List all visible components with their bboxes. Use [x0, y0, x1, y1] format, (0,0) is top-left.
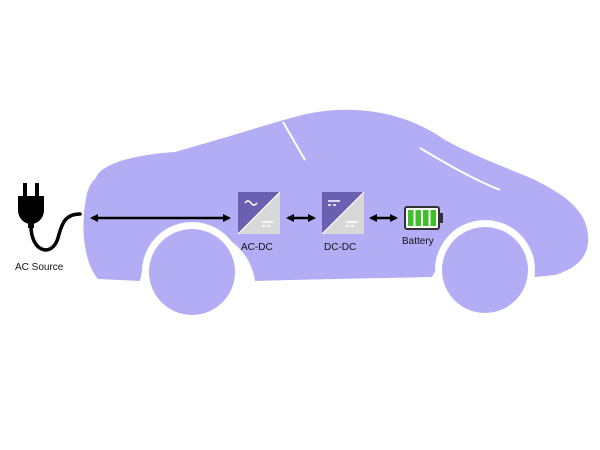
ac-dc-converter-icon [237, 191, 281, 235]
dc-dc-converter-icon [321, 191, 365, 235]
label-ac-dc: AC-DC [241, 242, 273, 253]
battery-cell [408, 210, 414, 226]
battery-icon [404, 206, 443, 230]
plug-icon [18, 183, 82, 252]
label-ac-source: AC Source [15, 262, 64, 273]
label-battery: Battery [402, 236, 434, 247]
front-wheel [435, 220, 535, 320]
window-line [282, 121, 306, 161]
battery-cell [415, 210, 421, 226]
label-dc-dc: DC-DC [324, 242, 356, 253]
battery-cell [430, 210, 436, 226]
battery-cell [423, 210, 429, 226]
window-line-front [419, 147, 501, 191]
rear-wheel [142, 222, 242, 322]
